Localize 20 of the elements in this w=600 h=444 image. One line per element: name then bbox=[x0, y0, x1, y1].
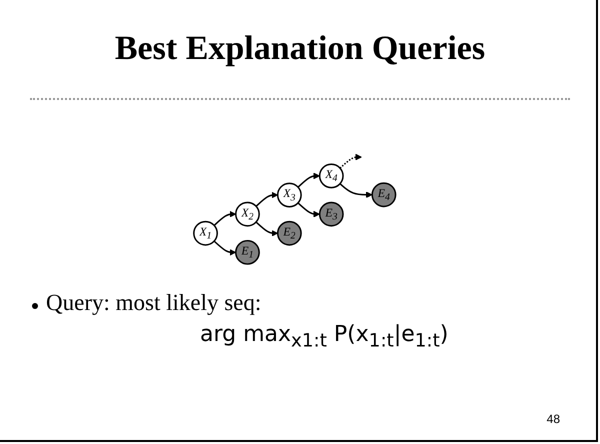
node-circle: E$_{1}$ bbox=[235, 240, 260, 265]
node-circle: X$_{1}$ bbox=[193, 220, 218, 246]
arrow bbox=[256, 221, 278, 237]
arrow bbox=[340, 154, 362, 169]
arrow bbox=[256, 192, 278, 207]
arrow bbox=[340, 183, 372, 198]
node-circle: X$_{4}$ bbox=[318, 164, 344, 188]
arrow bbox=[298, 172, 320, 188]
node-circle: E$_{2}$ bbox=[276, 220, 302, 246]
arrow bbox=[214, 240, 236, 256]
formula: arg max$_{x1:t}$ P(x$_{1:t}$|e$_{1:t}$) bbox=[200, 322, 448, 352]
slide-title: Best Explanation Queries bbox=[114, 30, 486, 68]
node-circle: E$_{3}$ bbox=[318, 202, 344, 227]
page-number: 48 bbox=[546, 412, 560, 426]
node-circle: X$_{2}$ bbox=[235, 202, 260, 227]
node-circle: X$_{3}$ bbox=[276, 182, 302, 208]
arrow bbox=[214, 210, 236, 226]
arrow bbox=[298, 202, 320, 218]
node-circle: E$_{4}$ bbox=[371, 182, 396, 208]
bullet-text: Query: most likely seq: bbox=[46, 290, 262, 316]
